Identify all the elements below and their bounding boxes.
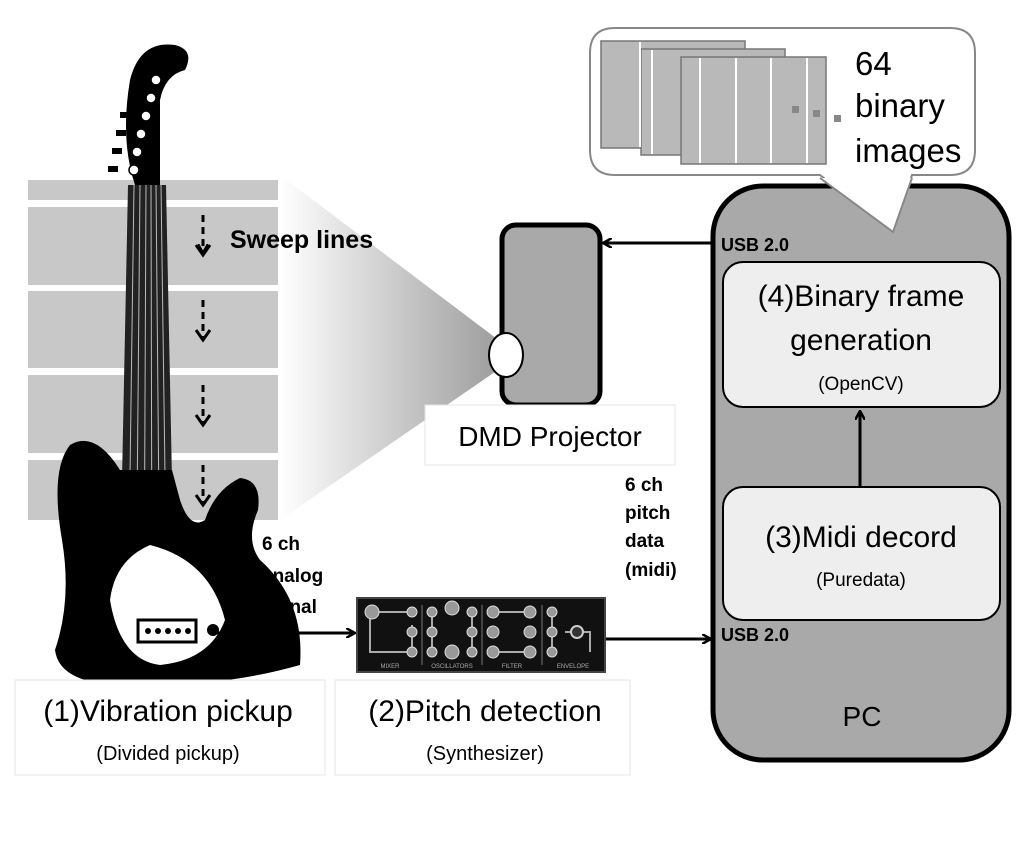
step1-sub: (Divided pickup) (96, 743, 239, 765)
step4-line1: (4)Binary frame (758, 280, 965, 313)
synth-section-mixer: MIXER (380, 664, 400, 670)
step3-sub: (Puredata) (816, 570, 906, 591)
midi-line2: pitch (625, 503, 670, 524)
analog-line3: signal (262, 597, 317, 618)
bubble-line3: images (855, 132, 961, 169)
step2-title: (2)Pitch detection (368, 695, 601, 728)
step4-sub: (OpenCV) (818, 374, 904, 395)
pc-label: PC (843, 701, 882, 732)
step4-line2: generation (790, 324, 932, 357)
midi-line3: data (625, 531, 665, 552)
step4-box (722, 261, 1001, 408)
step1-box (14, 679, 326, 776)
step3-box (722, 486, 1001, 621)
synth-section-filter: FILTER (502, 664, 523, 670)
sweep-arrows (194, 215, 212, 508)
analog-line1: 6 ch (262, 534, 300, 555)
projector-lens (488, 332, 524, 378)
midi-line4: (midi) (625, 560, 677, 581)
synthesizer-illustration: MIXER OSCILLATORS FILTER ENVELOPE (356, 597, 606, 673)
step3-line1: (3)Midi decord (765, 521, 957, 554)
guitar-illustration (55, 44, 301, 686)
bubble-tail-fill (820, 178, 912, 232)
sweep-lines-label: Sweep lines (230, 226, 373, 254)
synth-section-envelope: ENVELOPE (557, 664, 589, 670)
synth-section-oscillators: OSCILLATORS (431, 664, 472, 670)
midi-signal-label: 6 ch pitch data (midi) (625, 475, 677, 581)
usb-top-label: USB 2.0 (721, 235, 789, 255)
dmd-projector (499, 222, 603, 408)
step2-box (334, 679, 631, 776)
projection-cone (280, 175, 505, 520)
step1-title: (1)Vibration pickup (43, 695, 293, 728)
analog-signal-label: 6 ch analog signal (262, 534, 323, 618)
analog-line2: analog (262, 566, 323, 587)
bubble-line2: binary (855, 87, 945, 124)
binary-frames (600, 40, 841, 165)
midi-line1: 6 ch (625, 475, 663, 496)
usb-bottom-label: USB 2.0 (721, 625, 789, 645)
step2-sub: (Synthesizer) (426, 743, 544, 765)
projector-label: DMD Projector (458, 421, 642, 452)
projector-label-box (424, 404, 676, 466)
bubble-count: 64 (855, 45, 892, 82)
